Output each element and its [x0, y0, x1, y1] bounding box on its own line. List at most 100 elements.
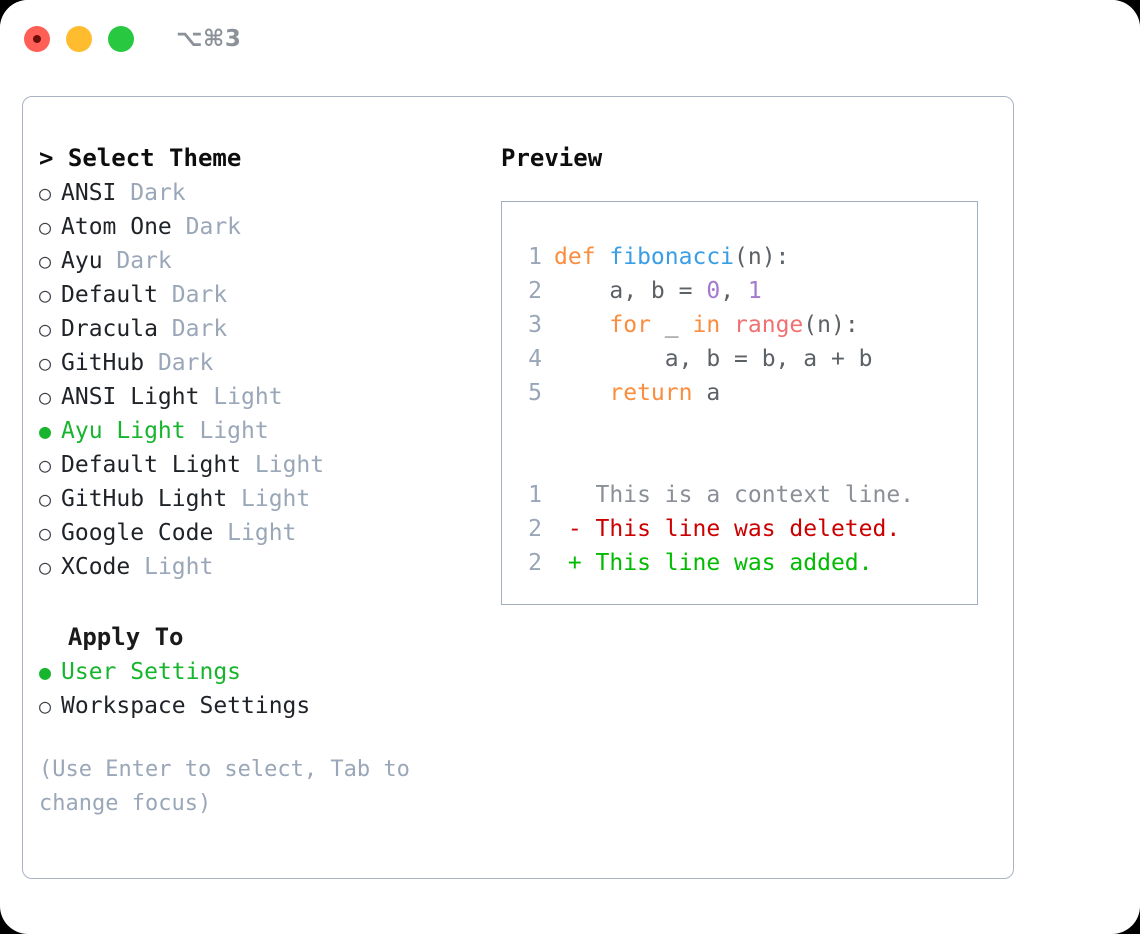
theme-option-tag: Light [213, 384, 283, 410]
code-line-number: 5 [528, 380, 542, 406]
diff-line-text: This is a context line. [554, 482, 915, 508]
code-token: , [720, 278, 748, 304]
radio-selected-icon: ● [39, 660, 52, 684]
theme-option-ansi[interactable]: ○ ANSI Dark [39, 176, 479, 210]
code-token: a [692, 380, 721, 406]
close-button-icon[interactable] [24, 26, 50, 52]
radio-unselected-icon: ○ [39, 521, 52, 545]
minimize-button-icon[interactable] [66, 26, 92, 52]
window-controls [24, 26, 134, 52]
code-line-text: return a [554, 376, 720, 410]
theme-option-list: ○ANSI Dark○Atom One Dark○Ayu Dark○Defaul… [39, 176, 479, 584]
radio-unselected-icon: ○ [39, 487, 52, 511]
radio-unselected-icon: ○ [39, 215, 52, 239]
code-token: in [692, 312, 721, 338]
theme-option-tag: Dark [130, 180, 186, 206]
code-line-number: 1 [528, 244, 542, 270]
theme-option-tag: Dark [171, 316, 228, 342]
theme-option-tag: Dark [185, 214, 242, 240]
code-line-number: 2 [528, 278, 542, 304]
keyboard-shortcut-label: ⌥⌘3 [176, 26, 242, 52]
code-line: 4 a, b = b, a + b [502, 342, 977, 376]
radio-unselected-icon: ○ [39, 249, 52, 273]
code-token: 1 [747, 278, 762, 304]
code-token: fibonacci [609, 244, 735, 270]
theme-option-ansi-light[interactable]: ○ ANSI Light Light [39, 380, 479, 414]
theme-option-tag: Light [227, 520, 297, 546]
select-theme-heading: > Select Theme [39, 144, 242, 172]
code-line-number: 4 [528, 346, 542, 372]
code-line: 1 def fibonacci(n): [502, 240, 977, 274]
theme-option-label: GitHub [61, 350, 158, 376]
diff-line: 2 - This line was deleted. [502, 512, 977, 546]
code-token: for [609, 312, 651, 338]
preview-heading: Preview [501, 144, 603, 172]
theme-option-tag: Light [241, 486, 311, 512]
theme-option-label: Default [61, 282, 172, 308]
code-line-text: a, b = b, a + b [554, 342, 873, 376]
theme-option-tag: Dark [171, 282, 228, 308]
theme-picker-panel: > Select Theme ○ANSI Dark○Atom One Dark○… [22, 96, 1014, 879]
apply-to-option-user-settings[interactable]: ●User Settings [39, 655, 479, 689]
theme-option-label: GitHub Light [61, 486, 242, 512]
code-line: 2 a, b = 0, 1 [502, 274, 977, 308]
theme-option-xcode[interactable]: ○XCode Light [39, 550, 479, 584]
diff-line-text: + This line was added. [554, 550, 873, 576]
theme-option-dracula[interactable]: ○ Dracula Dark [39, 312, 479, 346]
apply-to-option-list: ●User Settings○Workspace Settings [39, 655, 479, 723]
radio-unselected-icon: ○ [39, 283, 52, 307]
code-line-text: def fibonacci(n): [554, 240, 789, 274]
theme-option-label: Google Code [61, 520, 228, 546]
theme-option-tag: Light [144, 554, 214, 580]
theme-option-default-light[interactable]: ○Default Light Light [39, 448, 479, 482]
diff-line-number: 1 [528, 482, 542, 508]
theme-option-tag: Light [199, 418, 269, 444]
theme-option-label: Atom One [61, 214, 186, 240]
diff-line-text: - This line was deleted. [554, 516, 901, 542]
code-line: 5 return a [502, 376, 977, 410]
radio-unselected-icon: ○ [39, 385, 52, 409]
code-token: (n): [803, 312, 859, 338]
diff-preview: 1 This is a context line.2 - This line w… [502, 478, 977, 580]
keyboard-hint-text: (Use Enter to select, Tab to change focu… [39, 757, 424, 816]
radio-unselected-icon: ○ [39, 181, 52, 205]
theme-option-label: Ayu [61, 248, 117, 274]
theme-option-default[interactable]: ○ Default Dark [39, 278, 479, 312]
diff-line: 1 This is a context line. [502, 478, 977, 512]
radio-unselected-icon: ○ [39, 555, 52, 579]
code-token: def [554, 244, 610, 270]
theme-selection-column: > Select Theme ○ANSI Dark○Atom One Dark○… [39, 141, 479, 821]
diff-line: 2 + This line was added. [502, 546, 977, 580]
radio-unselected-icon: ○ [39, 694, 52, 718]
theme-option-google-code[interactable]: ○ Google Code Light [39, 516, 479, 550]
diff-line-number: 2 [528, 516, 542, 542]
code-line: 3 for _ in range(n): [502, 308, 977, 342]
code-line-number: 3 [528, 312, 542, 338]
code-token [720, 312, 734, 338]
apply-to-option-workspace-settings[interactable]: ○Workspace Settings [39, 689, 479, 723]
theme-option-atom-one[interactable]: ○ Atom One Dark [39, 210, 479, 244]
code-token: 0 [706, 278, 721, 304]
diff-line-number: 2 [528, 550, 542, 576]
theme-option-label: Dracula [61, 316, 172, 342]
theme-option-tag: Light [254, 452, 325, 478]
theme-option-label: ANSI Light [61, 384, 214, 410]
title-bar: ⌥⌘3 [0, 0, 1140, 78]
theme-option-label: ANSI [61, 180, 131, 206]
code-line-text: for _ in range(n): [554, 308, 859, 342]
radio-unselected-icon: ○ [39, 351, 52, 375]
theme-option-ayu-light[interactable]: ● Ayu Light Light [39, 414, 479, 448]
theme-option-ayu[interactable]: ○Ayu Dark [39, 244, 479, 278]
radio-unselected-icon: ○ [39, 453, 52, 477]
radio-selected-icon: ● [39, 419, 52, 443]
code-token: range [734, 312, 804, 338]
radio-unselected-icon: ○ [39, 317, 52, 341]
maximize-button-icon[interactable] [108, 26, 134, 52]
theme-option-github[interactable]: ○GitHub Dark [39, 346, 479, 380]
theme-option-label: Ayu Light [61, 418, 200, 444]
theme-option-github-light[interactable]: ○ GitHub Light Light [39, 482, 479, 516]
